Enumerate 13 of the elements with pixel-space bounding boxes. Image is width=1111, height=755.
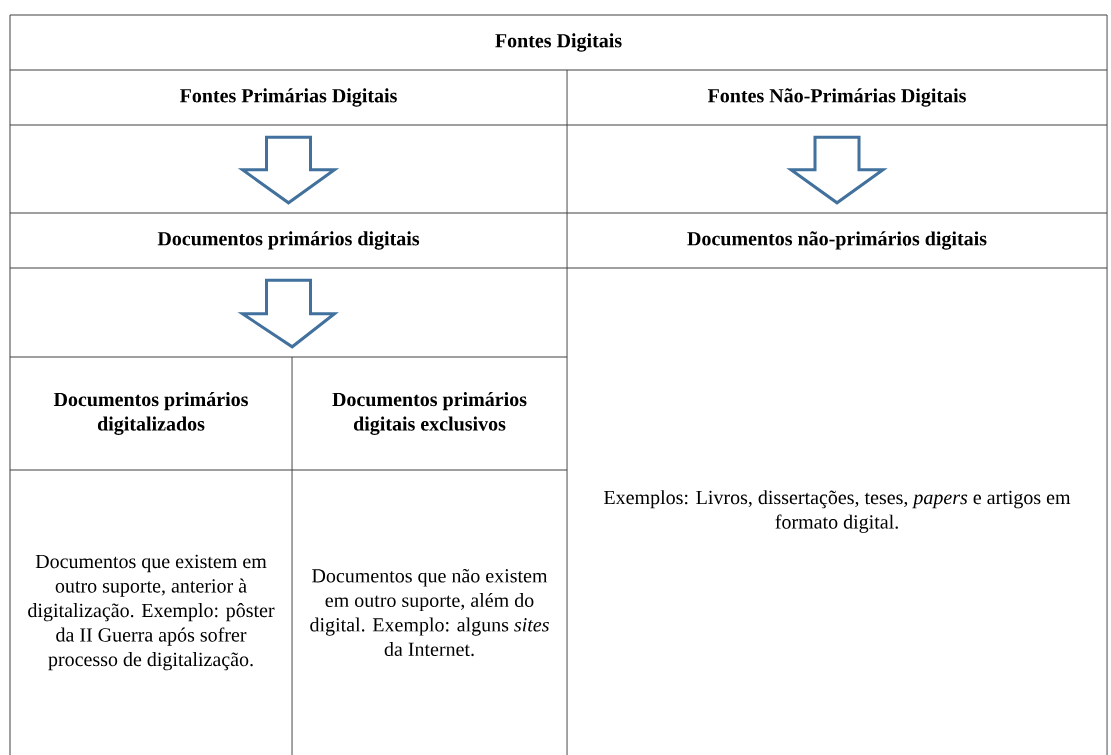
heading-text: Documentos primários digitais (157, 231, 420, 250)
body-text: Documentos que existem em outro suporte, anterior à digitalização. Exemplo: pôster da II Guerra após sofrer processo de digitalização. (28, 554, 275, 671)
block-arrow (237, 135, 340, 205)
heading-text: Documentos não-primários digitais (687, 231, 987, 250)
heading-text: Fontes Digitais (495, 33, 622, 52)
heading-text: Fontes Primárias Digitais (179, 88, 397, 107)
block-arrow (237, 278, 339, 349)
body-text: Exemplos: Livros, dissertações, teses, papers e artigos em formato digital. (604, 490, 1071, 533)
heading-text: Fontes Não-Primárias Digitais (707, 88, 966, 107)
heading-text: Documentos primários digitalizados (53, 392, 248, 435)
block-arrow (786, 135, 888, 205)
body-text: Documentos que não existem em outro suporte, além do digital. Exemplo: alguns sites da Internet. (310, 568, 549, 657)
heading-text: Documentos primários digitais exclusivos (332, 392, 527, 435)
